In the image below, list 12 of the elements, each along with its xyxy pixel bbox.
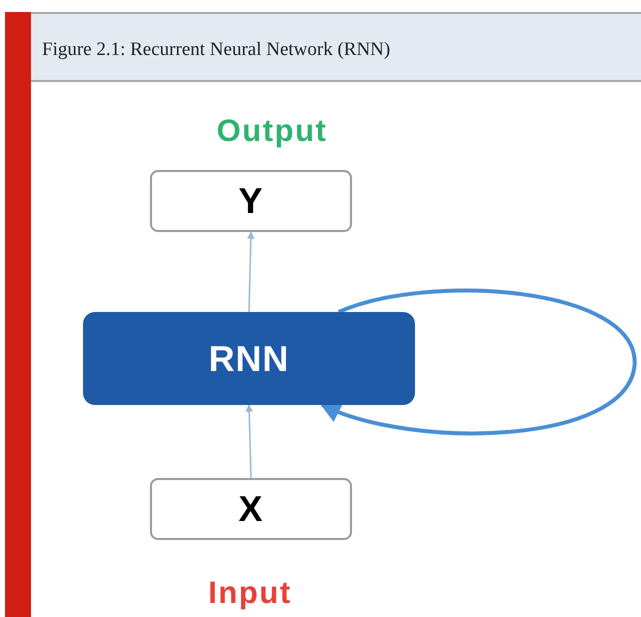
process-box [83,312,415,405]
arrow [245,404,253,478]
node-label: X [238,487,264,531]
arrow [320,288,637,436]
arrow [247,231,255,312]
io-caption: Output [216,112,328,150]
node-label: RNN [208,336,290,380]
figure-title: Figure 2.1: Recurrent Neural Network (RNN) [42,38,390,62]
io-box [150,170,352,232]
io-caption: Input [207,574,293,612]
io-box [150,478,352,540]
node-label: Y [238,179,264,223]
